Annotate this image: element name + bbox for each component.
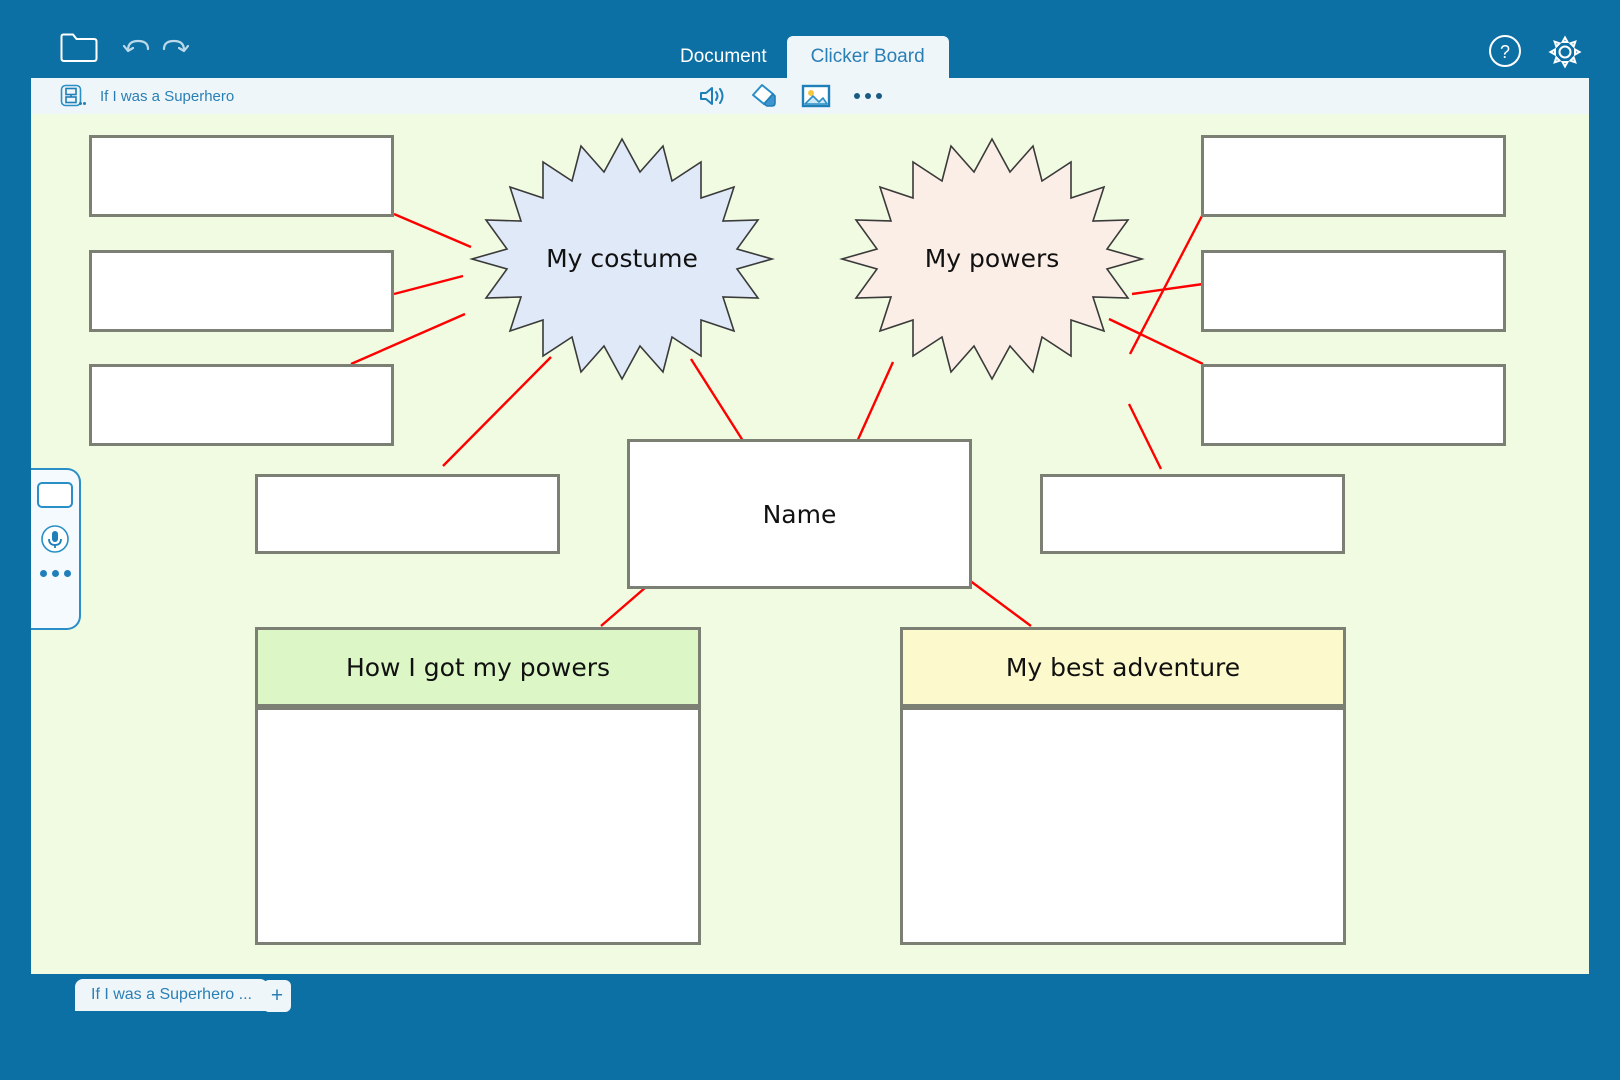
- box-right-3[interactable]: [1201, 364, 1506, 446]
- box-left-2[interactable]: [89, 250, 394, 332]
- text-box-tool[interactable]: [37, 482, 73, 508]
- box-right-2[interactable]: [1201, 250, 1506, 332]
- tab-document[interactable]: Document: [680, 46, 767, 67]
- box-right-4[interactable]: [1040, 474, 1345, 554]
- folder-icon[interactable]: [60, 33, 98, 63]
- redo-icon[interactable]: [160, 36, 190, 62]
- more-tools-icon[interactable]: [39, 570, 71, 577]
- highlighter-icon[interactable]: [748, 82, 780, 110]
- left-tool-panel: [31, 468, 81, 630]
- view-tabs: Document Clicker Board: [660, 36, 949, 78]
- box-left-1[interactable]: [89, 135, 394, 217]
- picture-icon[interactable]: [800, 82, 832, 110]
- section-body-my-best-adventure[interactable]: [900, 707, 1346, 945]
- document-toolbar: If I was a Superhero: [31, 78, 1589, 114]
- box-name[interactable]: Name: [627, 439, 972, 589]
- speaker-icon[interactable]: [696, 82, 728, 110]
- burst-my-costume-label: My costume: [546, 244, 698, 273]
- box-left-4[interactable]: [255, 474, 560, 554]
- svg-text:?: ?: [1500, 42, 1510, 62]
- gear-icon[interactable]: [1547, 34, 1583, 70]
- board-tools: [696, 78, 884, 114]
- burst-my-powers-label: My powers: [924, 244, 1060, 273]
- box-left-3[interactable]: [89, 364, 394, 446]
- bottom-bar: If I was a Superhero ... +: [0, 974, 1620, 1080]
- section-body-how-i-got-my-powers[interactable]: [255, 707, 701, 945]
- top-bar: Document Clicker Board ?: [0, 0, 1620, 78]
- box-right-1[interactable]: [1201, 135, 1506, 217]
- more-icon[interactable]: [852, 82, 884, 110]
- section-header-my-best-adventure[interactable]: My best adventure: [900, 627, 1346, 707]
- document-title: If I was a Superhero: [100, 87, 235, 105]
- microphone-icon[interactable]: [40, 524, 70, 554]
- more-dots: [854, 93, 882, 99]
- burst-my-powers[interactable]: My powers: [837, 134, 1147, 384]
- undo-icon[interactable]: [122, 36, 152, 62]
- board-canvas[interactable]: My costume My powers Name How I got my p…: [31, 114, 1589, 974]
- page-tab[interactable]: If I was a Superhero ...: [75, 979, 268, 1011]
- clicker-board-icon[interactable]: [60, 84, 88, 108]
- help-icon[interactable]: ?: [1488, 34, 1522, 68]
- section-header-how-i-got-my-powers[interactable]: How I got my powers: [255, 627, 701, 707]
- add-page-button[interactable]: +: [263, 980, 291, 1012]
- burst-my-costume[interactable]: My costume: [467, 134, 777, 384]
- tab-clicker-board[interactable]: Clicker Board: [786, 36, 949, 78]
